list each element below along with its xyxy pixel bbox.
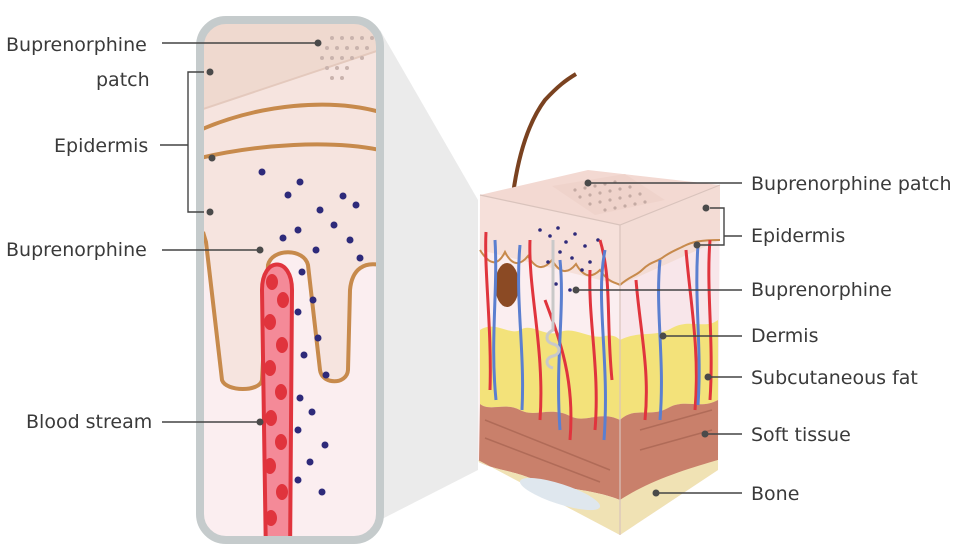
label-right-buprenorphine: Buprenorphine	[751, 279, 892, 301]
skin-block	[478, 74, 720, 535]
zoom-funnel	[380, 30, 478, 520]
label-left-patch-line2: patch	[96, 69, 150, 91]
subcutaneous-fat	[480, 327, 620, 420]
label-right-bone: Bone	[751, 483, 799, 505]
zoom-inset	[200, 20, 380, 557]
label-right-subcutaneous-fat: Subcutaneous fat	[751, 367, 918, 389]
label-right-patch: Buprenorphine patch	[751, 173, 952, 195]
label-right-dermis: Dermis	[751, 325, 818, 347]
label-right-epidermis: Epidermis	[751, 225, 845, 247]
label-left-blood-stream: Blood stream	[26, 411, 152, 433]
label-left-buprenorphine: Buprenorphine	[6, 239, 147, 261]
label-left-patch-line1: Buprenorphine	[6, 34, 147, 56]
hair-follicle	[495, 263, 519, 307]
label-left-epidermis: Epidermis	[54, 135, 148, 157]
label-right-soft-tissue: Soft tissue	[751, 424, 851, 446]
